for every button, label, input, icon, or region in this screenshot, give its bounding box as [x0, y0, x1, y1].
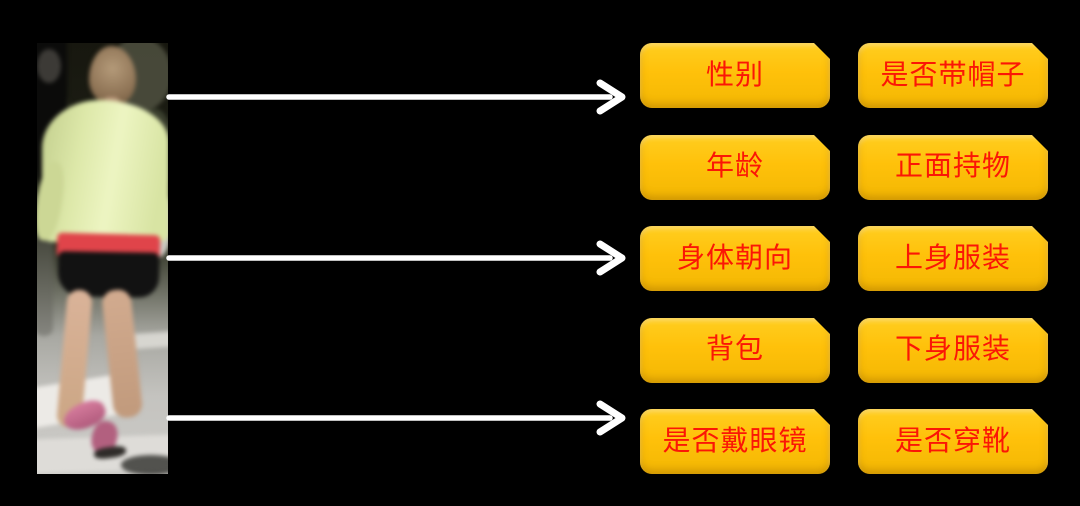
attr-label-front-carrying: 正面持物	[858, 134, 1048, 200]
attr-label-upper-clothing: 上身服装	[858, 226, 1048, 291]
attr-label-text: 是否带帽子	[880, 59, 1026, 91]
photo-blur-layer	[37, 43, 168, 474]
attr-label-text: 是否戴眼镜	[662, 425, 808, 457]
attr-label-text: 上身服装	[894, 242, 1011, 274]
photo-person-hair	[89, 46, 136, 106]
attr-label-age: 年龄	[640, 134, 830, 200]
attr-label-text: 背包	[705, 334, 764, 365]
attr-label-text: 性别	[705, 59, 764, 91]
pedestrian-photo	[37, 43, 168, 474]
arrow-right-icon	[166, 400, 626, 436]
photo-bystander-head	[37, 49, 61, 83]
photo-ground-shadow	[121, 455, 168, 474]
attr-label-backpack: 背包	[640, 317, 830, 383]
attribute-grid: 性别 年龄 身体朝向 背包 是否戴眼镜 是否带帽子 正面持物 上身服装 下身服装…	[640, 43, 1048, 474]
attr-label-text: 下身服装	[894, 334, 1011, 365]
attr-label-body-orientation: 身体朝向	[640, 226, 830, 291]
attr-label-text: 正面持物	[894, 151, 1011, 182]
attr-label-hat: 是否带帽子	[858, 43, 1048, 108]
attr-label-boots: 是否穿靴	[858, 409, 1048, 474]
attr-label-lower-clothing: 下身服装	[858, 317, 1048, 383]
attr-label-gender: 性别	[640, 43, 830, 108]
arrow-right-icon	[166, 79, 626, 115]
attr-label-text: 是否穿靴	[894, 425, 1011, 457]
arrow-right-icon	[166, 240, 626, 276]
attr-label-glasses: 是否戴眼镜	[640, 409, 830, 474]
attr-label-text: 身体朝向	[676, 242, 793, 274]
attr-label-text: 年龄	[705, 151, 764, 182]
